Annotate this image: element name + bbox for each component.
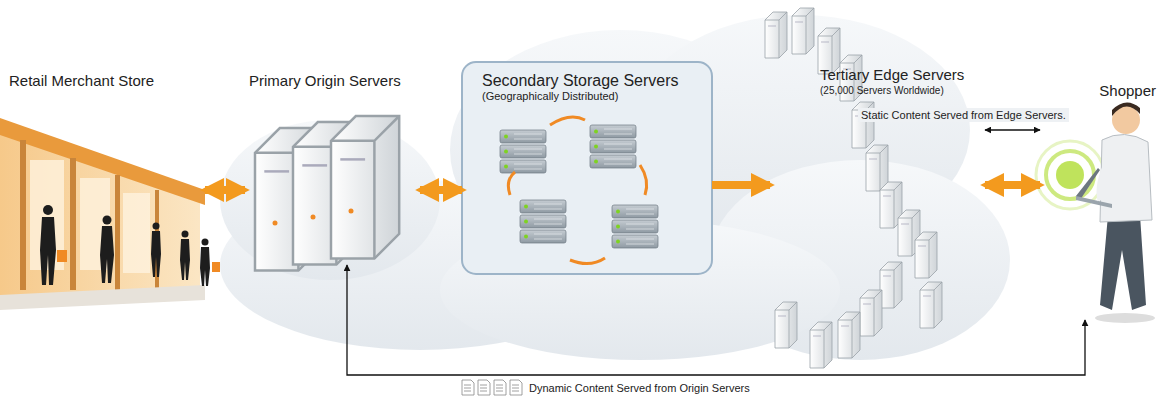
node-title: Primary Origin Servers — [249, 72, 416, 90]
edge-label: Static Content Served from Edge Servers. — [858, 108, 1069, 122]
store-illustration: Retail Merchant Store — [5, 70, 205, 300]
edge-label: Dynamic Content Served from Origin Serve… — [526, 381, 753, 395]
node-title: Retail Merchant Store — [9, 72, 201, 90]
node-subtitle: (Geographically Distributed) — [482, 90, 692, 103]
flow-arrow — [205, 186, 245, 194]
node-title: Tertiary Edge Servers — [820, 66, 981, 84]
content-path — [985, 129, 1040, 130]
flow-arrow — [985, 181, 1040, 189]
origin-servers: Primary Origin Servers — [245, 70, 420, 265]
node-subtitle: (25,000 Servers Worldwide) — [820, 84, 981, 97]
flow-arrow — [420, 186, 462, 194]
edge-servers: Tertiary Edge Servers(25,000 Servers Wor… — [770, 62, 985, 312]
content-path — [347, 265, 1085, 375]
flow-arrow — [712, 181, 770, 189]
node-title: Secondary Storage Servers — [482, 72, 692, 90]
storage-group: Secondary Storage Servers(Geographically… — [462, 62, 712, 274]
node-title: Shopper — [1044, 82, 1156, 100]
